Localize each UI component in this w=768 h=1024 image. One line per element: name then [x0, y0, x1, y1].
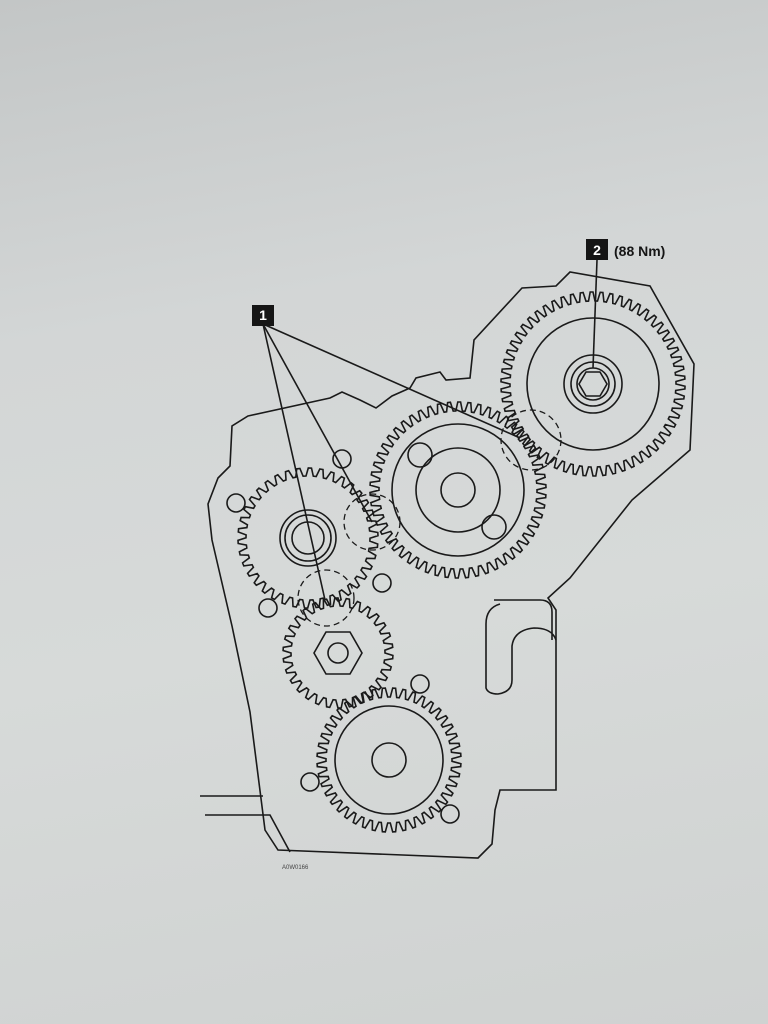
housing-outline [207, 271, 695, 859]
housing-slot [485, 599, 557, 695]
callout-1: 1 [252, 305, 521, 601]
callout-2-number: 2 [593, 242, 601, 258]
callout-2: 2 (88 Nm) [586, 239, 665, 369]
hex-bolt-head [578, 371, 608, 397]
left-drive-gear [226, 449, 392, 618]
callout-1-number: 1 [259, 307, 267, 323]
small-hex-gear [282, 597, 394, 709]
figure-id: A0W0166 [282, 865, 309, 871]
torque-value-label: (88 Nm) [614, 243, 665, 259]
bottom-gear [300, 674, 462, 833]
camshaft-gear [500, 291, 686, 477]
housing-base-lines [200, 795, 291, 853]
idler-gear-large [369, 401, 547, 579]
hex-nut [313, 631, 363, 675]
mesh-marks [297, 409, 562, 627]
